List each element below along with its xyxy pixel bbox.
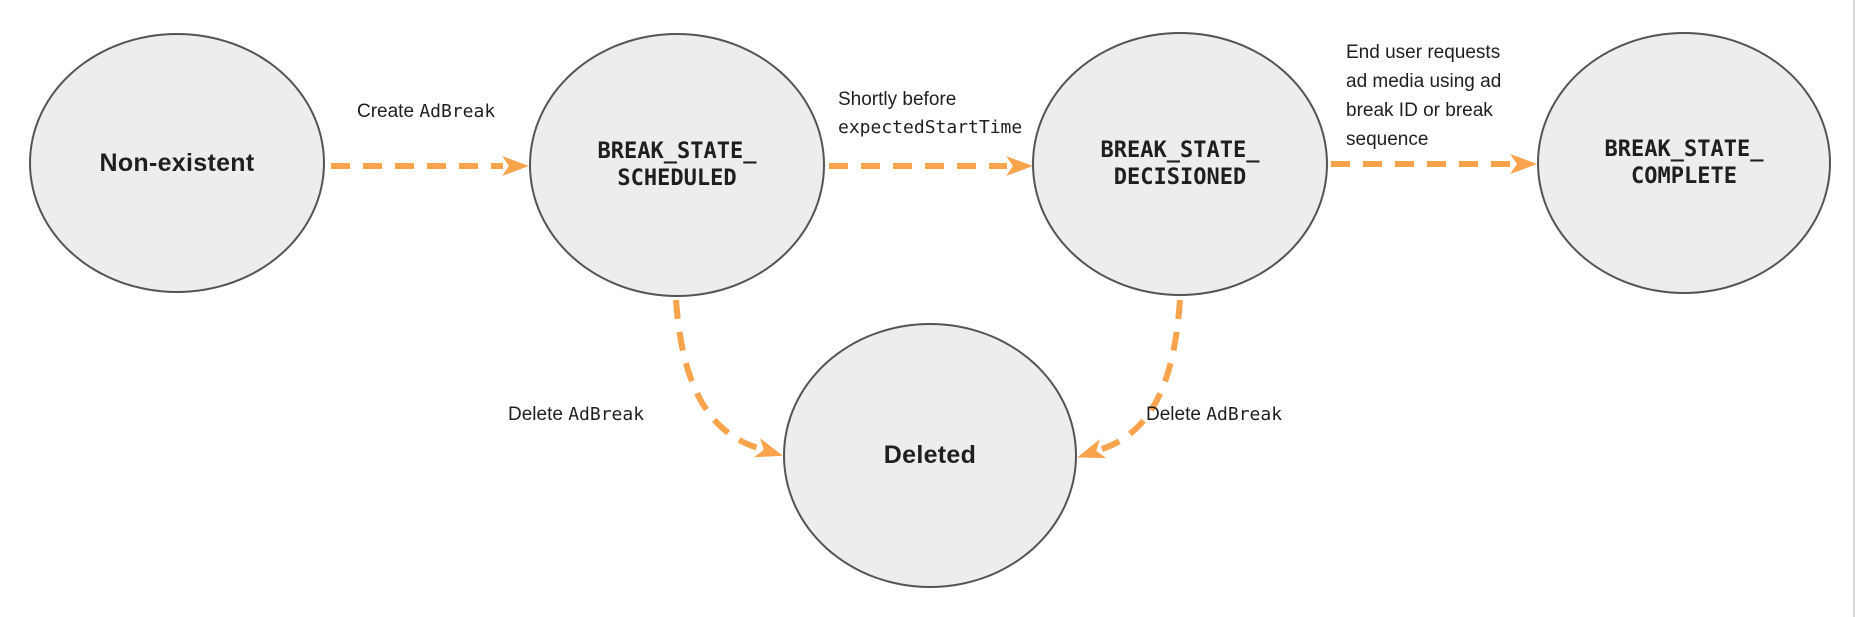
state-label-deleted: Deleted	[883, 441, 977, 469]
transition-label-delete-adbreak-left: Delete AdBreak	[508, 403, 644, 427]
state-node-deleted: Deleted	[783, 323, 1077, 588]
state-label-non-existent: Non-existent	[99, 148, 255, 177]
transition-label-code-text: expectedStartTime	[838, 117, 1023, 138]
state-label-break-state-scheduled: BREAK_STATE_ SCHEDULED	[598, 138, 757, 192]
transition-label-end-user-request: End user requests ad media using ad brea…	[1346, 38, 1501, 154]
transition-label-plain-text: Create	[357, 101, 420, 122]
state-label-line: COMPLETE	[1631, 164, 1737, 189]
transition-label-plain-text: break ID or break	[1346, 100, 1493, 121]
transition-label-plain-text: Delete	[508, 404, 569, 425]
state-node-break-state-complete: BREAK_STATE_ COMPLETE	[1537, 32, 1831, 294]
transition-arrow-delete-from-decisioned	[1077, 299, 1183, 459]
transition-label-plain-text: Delete	[1146, 404, 1207, 425]
transition-arrow-delete-from-scheduled	[673, 299, 783, 458]
state-node-break-state-scheduled: BREAK_STATE_ SCHEDULED	[529, 33, 825, 297]
state-node-break-state-decisioned: BREAK_STATE_ DECISIONED	[1032, 32, 1328, 296]
state-label-line: DECISIONED	[1113, 165, 1247, 190]
state-label-line: BREAK_STATE_	[1100, 138, 1260, 163]
state-label-line: BREAK_STATE_	[1604, 137, 1764, 162]
state-label-break-state-decisioned: BREAK_STATE_ DECISIONED	[1101, 137, 1260, 191]
transition-label-code-text: AdBreak	[568, 404, 645, 425]
state-label-line: SCHEDULED	[617, 166, 737, 191]
transition-label-code-text: AdBreak	[1206, 404, 1283, 425]
page-right-edge-divider	[1853, 0, 1855, 617]
state-label-break-state-complete: BREAK_STATE_ COMPLETE	[1605, 136, 1764, 190]
transition-label-plain-text: Shortly before	[838, 89, 957, 110]
transition-label-delete-adbreak-right: Delete AdBreak	[1146, 403, 1282, 427]
transition-label-create-adbreak: Create AdBreak	[357, 100, 495, 124]
transition-label-plain-text: End user requests	[1346, 42, 1501, 63]
transition-label-shortly-before: Shortly before expectedStartTime	[838, 86, 1022, 142]
transition-label-code-text: AdBreak	[419, 101, 496, 122]
transition-label-plain-text: ad media using ad	[1346, 71, 1502, 92]
transition-label-plain-text: sequence	[1346, 129, 1429, 150]
state-node-non-existent: Non-existent	[29, 33, 325, 293]
state-label-line: BREAK_STATE_	[597, 139, 757, 164]
